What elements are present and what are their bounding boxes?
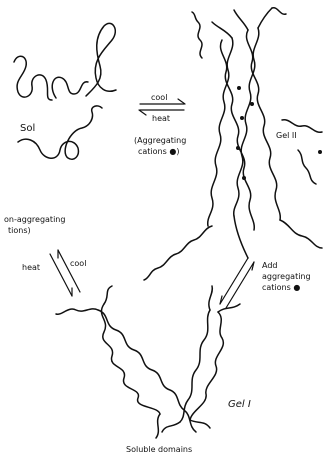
gel1-label: Gel I (228, 399, 251, 410)
cool-top-label: cool (151, 93, 167, 102)
cation-dot (242, 176, 246, 180)
cation-dot (237, 86, 241, 90)
add-label-line2: aggregating (262, 272, 311, 281)
gel2-strand-a (234, 28, 259, 216)
heat-left-arrow-line (50, 254, 72, 296)
gel1-right-strand-a (180, 310, 210, 422)
gel2-top-tail-1 (258, 8, 272, 28)
gel2-top-tail-4 (272, 8, 286, 15)
gel2-left-lower-helix (144, 226, 212, 280)
cation-dot (250, 102, 254, 106)
soluble-domains-label: Soluble domains (126, 445, 192, 454)
sol-coils (14, 23, 116, 159)
sol-coil-1 (14, 56, 52, 100)
add-label-line3: cations ● (262, 283, 300, 292)
right-arrows (220, 258, 254, 308)
gel2-left-helix (192, 12, 202, 58)
gel1-top-right-tail-2 (218, 304, 240, 312)
cation-dot (236, 146, 240, 150)
gel2-bottom-strand (234, 216, 248, 258)
gel1-bottom-tail-3 (162, 422, 180, 432)
add-label-line1: Add (262, 261, 278, 270)
gel1-top-left-tail-2 (104, 286, 112, 304)
cool-left-label: cool (70, 259, 86, 268)
gel2-label: Gel II (276, 131, 297, 140)
gel1-helices (56, 286, 240, 438)
gel1-right-strand-b (190, 312, 223, 420)
add-arrow-line-1 (220, 258, 248, 304)
cool-arrow-head (178, 99, 185, 104)
gel2-top-tail-3 (212, 22, 232, 38)
cation-dot (318, 150, 322, 154)
cool-left-arrow-line (58, 250, 80, 292)
gel2-top-tail-2 (234, 10, 248, 30)
heat-left-label: heat (22, 263, 40, 272)
gel1-bottom-tail-4 (190, 420, 210, 428)
aggregating-label-line2: cations ●) (138, 147, 179, 156)
gel1-top-right-tail (209, 286, 212, 310)
add-arrow-line-2 (226, 262, 254, 308)
heat-top-label: heat (152, 114, 170, 123)
sol-coil-3 (86, 23, 116, 96)
gel1-top-left-tail (56, 309, 98, 314)
sol-label: Sol (20, 123, 35, 134)
gel1-bottom-tail-1 (156, 414, 160, 438)
gel2-right-lower-helix (280, 220, 322, 248)
gel2-right-upper-helix (298, 150, 316, 184)
nonagg-label-line2: tions) (8, 226, 31, 235)
sol-coil-2 (52, 77, 88, 98)
gel2-strand-c (208, 38, 233, 226)
heat-arrow-head (139, 110, 146, 115)
left-equilibrium-arrows (50, 250, 80, 296)
gel1-left-strand-b (101, 304, 160, 414)
gel2-strand-b (246, 30, 280, 220)
aggregating-label-line1: (Aggregating (134, 136, 186, 145)
cation-dot (240, 116, 244, 120)
nonagg-label-line1: on-aggregating (4, 215, 65, 224)
